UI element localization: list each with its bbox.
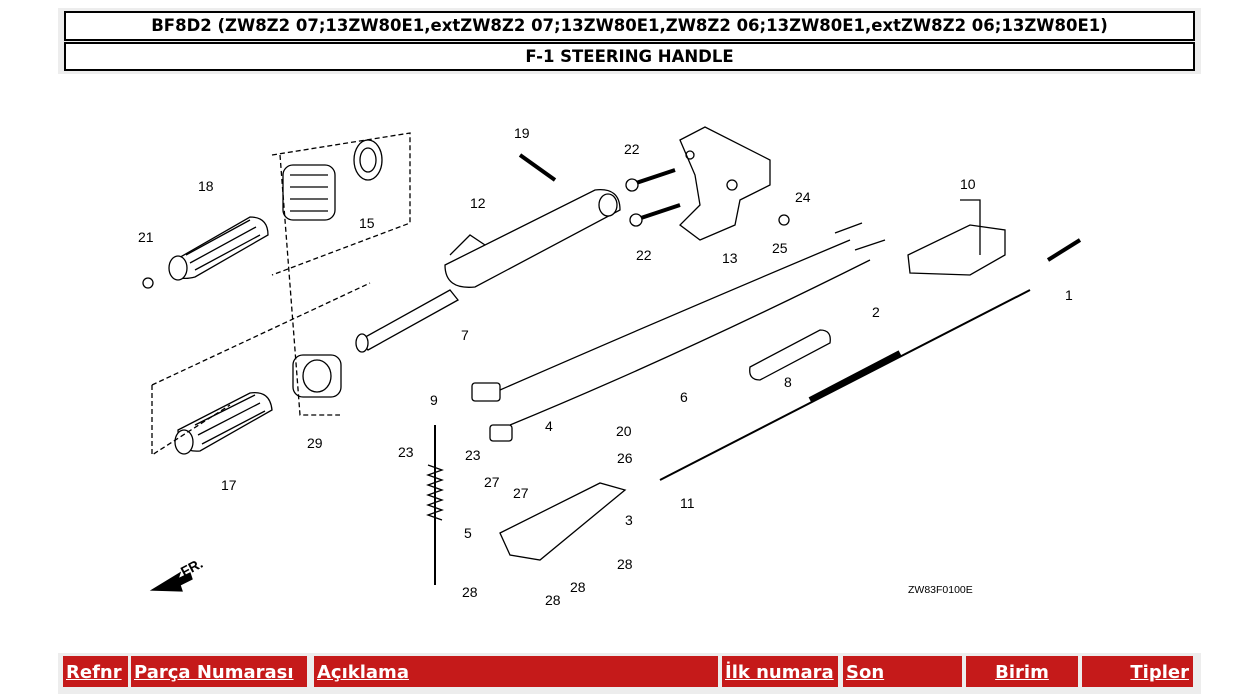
- header-panel: BF8D2 (ZW8Z2 07;13ZW80E1,extZW8Z2 07;13Z…: [58, 8, 1201, 74]
- part-label: 15: [359, 215, 375, 231]
- part-label: 27: [484, 474, 500, 490]
- part-number-labels: 1 2 3 4 5 6 7 8 9 10 11 12 13 15 17 18 1…: [138, 125, 1073, 608]
- parts-diagram: 1 2 3 4 5 6 7 8 9 10 11 12 13 15 17 18 1…: [138, 125, 1082, 608]
- part-label: 23: [465, 447, 481, 463]
- part-label: 28: [462, 584, 478, 600]
- part-label: 24: [795, 189, 811, 205]
- bracket-13-drawing: [679, 126, 771, 241]
- fr-direction-label: FR.: [178, 555, 205, 580]
- part-label: 29: [307, 435, 323, 451]
- column-part-number[interactable]: Parça Numarası: [131, 656, 307, 687]
- part-label: 19: [514, 125, 530, 141]
- handle-shaft-12-drawing: [355, 189, 621, 353]
- column-last[interactable]: Son: [843, 656, 962, 687]
- diagram-code: ZW83F0100E: [908, 584, 973, 596]
- part-label: 28: [545, 592, 561, 608]
- grip-17-drawing: [174, 391, 273, 455]
- model-title: BF8D2 (ZW8Z2 07;13ZW80E1,extZW8Z2 07;13Z…: [64, 11, 1195, 41]
- column-types[interactable]: Tipler: [1082, 656, 1193, 687]
- part-label: 20: [616, 423, 632, 439]
- part-label: 18: [198, 178, 214, 194]
- part-label: 4: [545, 418, 553, 434]
- part-label: 27: [513, 485, 529, 501]
- part-label: 6: [680, 389, 688, 405]
- switch-10-drawing: [907, 199, 1006, 276]
- part-label: 22: [624, 141, 640, 157]
- part-label: 11: [680, 495, 695, 511]
- part-label: 12: [470, 195, 486, 211]
- part-label: 10: [960, 176, 976, 192]
- part-label: 25: [772, 240, 788, 256]
- part-label: 28: [617, 556, 633, 572]
- part-label: 5: [464, 525, 472, 541]
- part-label: 26: [617, 450, 633, 466]
- part-label: 23: [398, 444, 414, 460]
- column-refnr[interactable]: Refnr: [63, 656, 128, 687]
- part-label: 22: [636, 247, 652, 263]
- parts-table-header: Refnr Parça Numarası Açıklama İlk numara…: [58, 653, 1201, 694]
- part-label: 3: [625, 512, 633, 528]
- grip-18-drawing: [168, 216, 269, 281]
- part-label: 7: [461, 327, 469, 343]
- collar-29-drawing: [282, 164, 342, 398]
- part-label: 28: [570, 579, 586, 595]
- part-label: 2: [872, 304, 880, 320]
- part-label: 8: [784, 374, 792, 390]
- section-title: F-1 STEERING HANDLE: [64, 42, 1195, 71]
- part-label: 9: [430, 392, 438, 408]
- column-description[interactable]: Açıklama: [314, 656, 718, 687]
- part-label: 17: [221, 477, 237, 493]
- part-label: 1: [1065, 287, 1073, 303]
- part-label: 21: [138, 229, 154, 245]
- column-first-number[interactable]: İlk numara: [722, 656, 838, 687]
- part-label: 13: [722, 250, 738, 266]
- column-unit[interactable]: Birim: [966, 656, 1078, 687]
